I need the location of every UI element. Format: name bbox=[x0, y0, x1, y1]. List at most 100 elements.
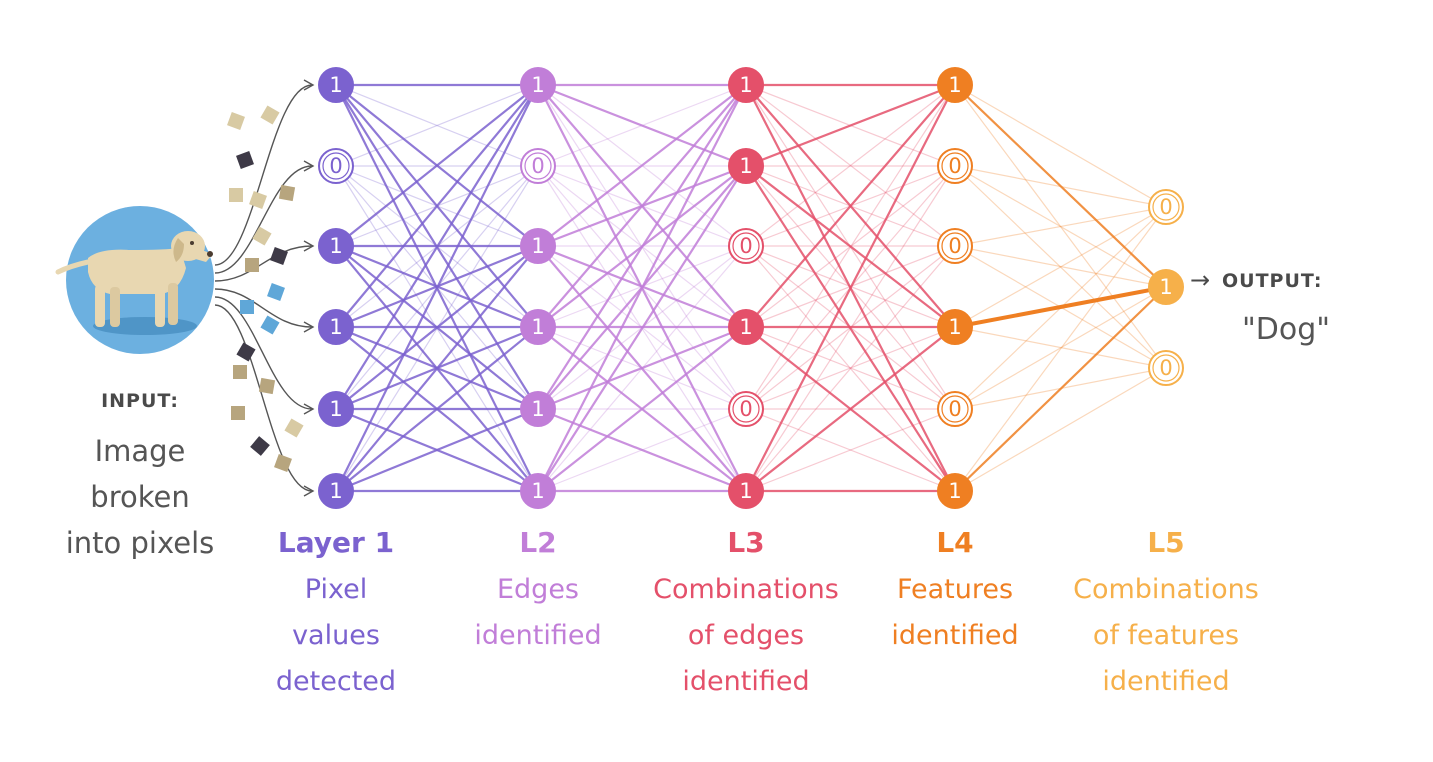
dog-part bbox=[173, 238, 184, 262]
connection-line bbox=[954, 165, 1167, 288]
neuron-node: 1 bbox=[318, 228, 354, 264]
input-line-2: broken bbox=[90, 480, 190, 514]
neuron-inactive bbox=[937, 228, 973, 264]
neuron-node: 0 bbox=[937, 228, 973, 264]
connection-line bbox=[745, 165, 956, 328]
neuron-node: 0 bbox=[728, 391, 764, 427]
neuron-active bbox=[937, 67, 973, 103]
layer-description-line: Pixel bbox=[304, 574, 368, 605]
connection-line bbox=[954, 206, 1167, 328]
neuron-value: 0 bbox=[948, 397, 961, 421]
pixel-square bbox=[260, 315, 280, 335]
connection-line bbox=[335, 84, 539, 492]
arrow-head-icon bbox=[303, 403, 315, 415]
layer-description-line: Edges bbox=[496, 574, 579, 605]
neuron-node: 0 bbox=[937, 148, 973, 184]
layer-description-line: values bbox=[292, 620, 380, 651]
pixel-square bbox=[278, 184, 296, 202]
connection-line bbox=[954, 84, 1167, 288]
strong-connection-line bbox=[954, 285, 1167, 329]
connection-line bbox=[745, 245, 956, 492]
layer-description-line: Combinations bbox=[653, 574, 839, 605]
neuron-active bbox=[937, 473, 973, 509]
neuron-value: 1 bbox=[948, 73, 961, 97]
neuron-inactive bbox=[1148, 350, 1184, 386]
layer-description-line: identified bbox=[474, 620, 602, 651]
arrow-head-icon bbox=[303, 240, 315, 252]
layer-name-3: L3 bbox=[727, 526, 765, 559]
neuron-value: 0 bbox=[531, 154, 544, 178]
pixel-square bbox=[229, 188, 243, 202]
neuron-node: 0 bbox=[520, 148, 556, 184]
neuron-active bbox=[318, 309, 354, 345]
connection-line bbox=[954, 206, 1167, 247]
output-heading: OUTPUT: bbox=[1222, 270, 1323, 292]
connection-line bbox=[745, 245, 956, 410]
connection-line bbox=[954, 286, 1167, 492]
neuron-node: 0 bbox=[937, 391, 973, 427]
layer-name-5: L5 bbox=[1147, 526, 1185, 559]
neuron-value: 0 bbox=[948, 154, 961, 178]
neuron-value: 1 bbox=[329, 73, 342, 97]
neuron-value: 1 bbox=[531, 479, 544, 503]
input-description: Image broken into pixels bbox=[40, 428, 240, 566]
neuron-value: 1 bbox=[531, 73, 544, 97]
layer-description-line: Features bbox=[896, 574, 1014, 605]
connection-line bbox=[954, 206, 1167, 492]
connection-line bbox=[335, 84, 539, 328]
layer-description-line: identified bbox=[1102, 666, 1230, 697]
input-arrow-line bbox=[214, 288, 313, 328]
neuron-value: 0 bbox=[739, 234, 752, 258]
connection-line bbox=[745, 84, 956, 492]
neuron-node: 1 bbox=[728, 148, 764, 184]
neuron-value: 1 bbox=[1159, 275, 1172, 299]
connection-line bbox=[335, 407, 539, 493]
neuron-node: 1 bbox=[520, 67, 556, 103]
input-arrow-line bbox=[214, 84, 313, 266]
connection-line bbox=[954, 165, 1167, 208]
connection-line bbox=[745, 408, 956, 492]
pixel-square bbox=[236, 342, 256, 362]
neuron-active bbox=[520, 391, 556, 427]
connection-line bbox=[745, 84, 956, 247]
connection-line bbox=[537, 84, 747, 410]
neuron-node: 1 bbox=[520, 228, 556, 264]
connection-line bbox=[954, 286, 1167, 410]
connection-line bbox=[745, 165, 956, 492]
connection-line bbox=[335, 84, 539, 247]
dog-part bbox=[190, 241, 194, 245]
neuron-inactive bbox=[520, 148, 556, 184]
layer-description-line: of edges bbox=[687, 620, 805, 651]
neuron-node: 1 bbox=[728, 473, 764, 509]
neuron-inner-ring bbox=[524, 152, 552, 180]
neuron-node: 1 bbox=[1148, 269, 1184, 305]
neuron-value: 1 bbox=[739, 479, 752, 503]
pixel-square bbox=[260, 105, 280, 125]
neuron-value: 0 bbox=[948, 234, 961, 258]
dog-part bbox=[55, 259, 91, 275]
neuron-active bbox=[520, 67, 556, 103]
input-arrow-line bbox=[214, 165, 313, 274]
neuron-active bbox=[937, 309, 973, 345]
dog-part bbox=[192, 248, 213, 262]
input-line-3: into pixels bbox=[65, 526, 215, 560]
connection-line bbox=[537, 325, 747, 411]
connection-line bbox=[745, 326, 956, 410]
neuron-active bbox=[728, 67, 764, 103]
pixel-square bbox=[227, 112, 245, 130]
neuron-value: 1 bbox=[739, 154, 752, 178]
neuron-node: 1 bbox=[318, 391, 354, 427]
neuron-value: 1 bbox=[531, 397, 544, 421]
neuron-inner-ring bbox=[941, 232, 969, 260]
connection-line bbox=[745, 326, 956, 410]
pixel-square bbox=[236, 151, 254, 169]
neuron-value: 1 bbox=[329, 234, 342, 258]
neuron-inner-ring bbox=[941, 152, 969, 180]
neuron-value: 1 bbox=[948, 479, 961, 503]
arrow-head-icon bbox=[303, 79, 315, 91]
neuron-inner-ring bbox=[1152, 193, 1180, 221]
pixel-square bbox=[258, 377, 276, 395]
